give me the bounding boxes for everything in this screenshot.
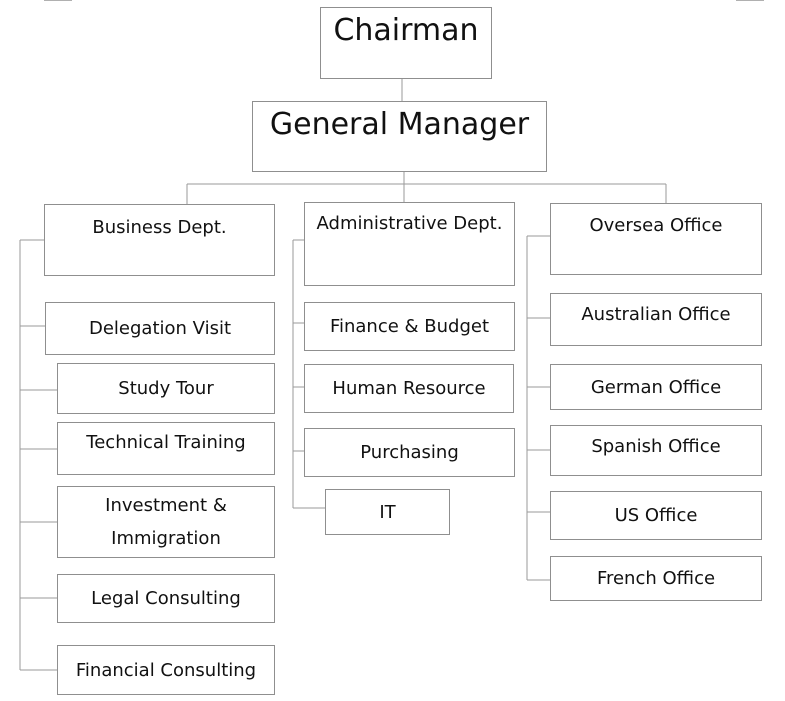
node-chairman: Chairman	[320, 7, 492, 79]
top-left-border-fragment	[44, 0, 72, 1]
node-delegation-visit: Delegation Visit	[45, 302, 275, 355]
node-oversea-office: Oversea Office	[550, 203, 762, 275]
node-human-resource: Human Resource	[304, 364, 514, 413]
node-financial-consulting: Financial Consulting	[57, 645, 275, 695]
node-general-manager: General Manager	[252, 101, 547, 172]
node-it: IT	[325, 489, 450, 535]
node-administrative-dept: Administrative Dept.	[304, 202, 515, 286]
node-spanish-office: Spanish Office	[550, 425, 762, 476]
node-us-office: US Office	[550, 491, 762, 540]
node-australian-office: Australian Office	[550, 293, 762, 346]
node-german-office: German Office	[550, 364, 762, 410]
node-technical-training: Technical Training	[57, 422, 275, 475]
node-legal-consulting: Legal Consulting	[57, 574, 275, 623]
node-study-tour: Study Tour	[57, 363, 275, 414]
top-right-border-fragment	[736, 0, 764, 1]
node-investment-immigration: Investment & Immigration	[57, 486, 275, 558]
node-french-office: French Office	[550, 556, 762, 601]
node-purchasing: Purchasing	[304, 428, 515, 477]
node-business-dept: Business Dept.	[44, 204, 275, 276]
node-finance-budget: Finance & Budget	[304, 302, 515, 351]
